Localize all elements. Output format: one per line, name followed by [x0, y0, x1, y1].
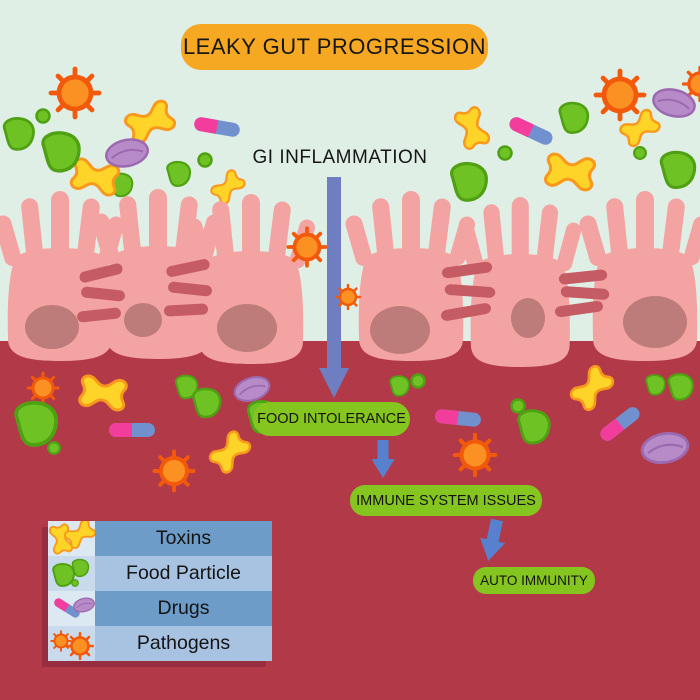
food-particle-icon: [633, 146, 647, 160]
legend-label: Toxins: [95, 521, 272, 556]
pathogen-icon: [26, 371, 60, 405]
legend-label: Drugs: [95, 591, 272, 626]
food-particle-icon: [517, 409, 551, 445]
food-particle-icon: [197, 152, 213, 168]
pathogen-icon: [152, 449, 196, 493]
cell-nucleus: [25, 305, 79, 349]
food-particle-icon: [389, 375, 410, 397]
food-particle-icon: [41, 131, 81, 173]
food-particle-icon: [47, 441, 61, 455]
title-banner: LEAKY GUT PROGRESSION: [181, 24, 488, 70]
cell-nucleus: [370, 306, 430, 354]
food-particle-icon: [14, 400, 59, 447]
food-particle-icon: [166, 160, 192, 187]
legend-label: Food Particle: [95, 556, 272, 591]
food-particle-icon: [410, 373, 426, 389]
flow-step-immune-system-issues: IMMUNE SYSTEM ISSUES: [350, 485, 542, 516]
drug-capsule-icon: [109, 423, 155, 437]
food-particle-icon: [35, 108, 51, 124]
pathogen-icon: [48, 626, 95, 661]
legend-row-toxins: Toxins: [48, 521, 272, 556]
cell-nucleus: [623, 296, 687, 348]
cell-nucleus: [124, 303, 162, 337]
food-particle-icon: [558, 101, 590, 135]
flow-step-auto-immunity: AUTO IMMUNITY: [473, 567, 595, 594]
villi-group: [0, 189, 700, 367]
food-particle-icon: [645, 374, 666, 396]
pathogen-icon: [455, 435, 496, 476]
food-particle-icon: [2, 117, 35, 151]
flow-step-food-intolerance: FOOD INTOLERANCE: [253, 402, 410, 436]
drug-capsule-icon: [48, 591, 95, 626]
inflammation-arrow: [319, 177, 349, 398]
tight-junction-icon: [163, 303, 209, 317]
pathogen-icon: [286, 226, 328, 268]
pathogen-icon: [334, 283, 362, 311]
legend-label: Pathogens: [95, 626, 272, 661]
cell-nucleus: [217, 304, 277, 352]
cell-nucleus: [511, 298, 545, 338]
food-particle-icon: [192, 387, 222, 419]
pathogen-icon: [596, 71, 644, 119]
legend-row-pathogens: Pathogens: [48, 626, 272, 661]
food-particle-icon: [48, 556, 95, 591]
food-particle-icon: [450, 161, 488, 202]
toxin-icon: [48, 521, 95, 556]
food-particle-icon: [510, 398, 526, 414]
food-particle-icon: [667, 373, 694, 401]
legend-row-food-particle: Food Particle: [48, 556, 272, 591]
legend-table: Toxins Food Particle Drugs Pathogen: [48, 521, 272, 661]
food-particle-icon: [497, 145, 513, 161]
pathogen-icon: [51, 69, 99, 117]
legend-row-drugs: Drugs: [48, 591, 272, 626]
food-particle-icon: [659, 150, 697, 190]
gi-inflammation-label: GI INFLAMMATION: [252, 147, 428, 168]
